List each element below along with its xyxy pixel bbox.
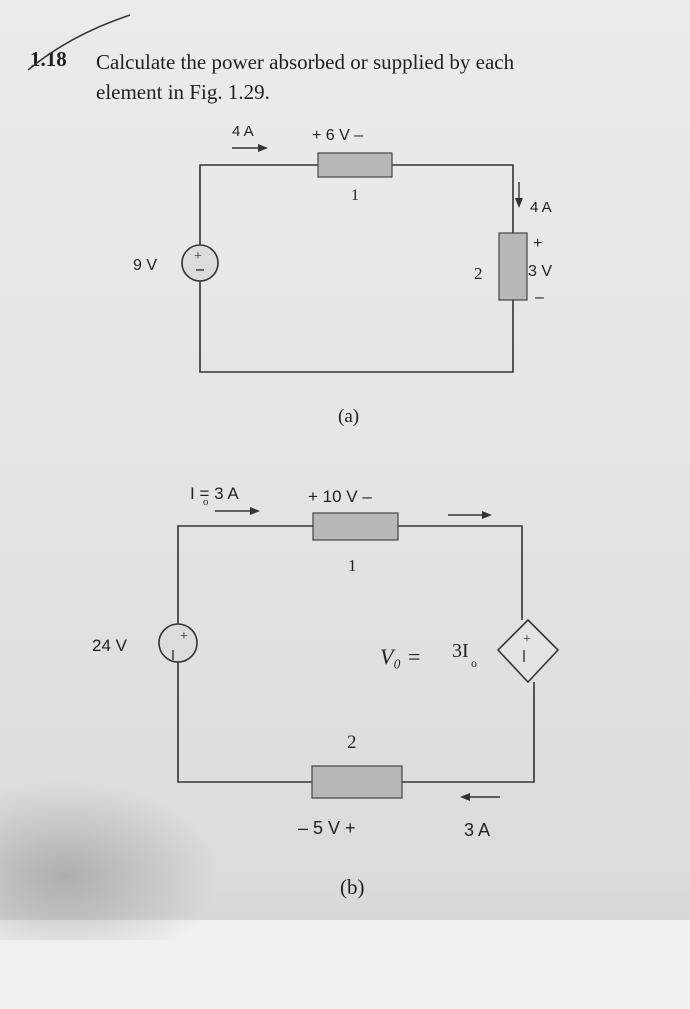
current-arrowhead-top-b — [250, 507, 260, 515]
resistor-element-1-a — [317, 152, 393, 178]
pen-stroke — [27, 14, 131, 71]
dependent-source-label-b: 3I — [452, 640, 469, 662]
circuit-b: 1 2 + 24 V + 3I o V₀ = I = 3 A o + 10 V … — [92, 484, 560, 899]
current-arrowhead-top-right-b — [482, 511, 492, 519]
caption-b: (b) — [340, 875, 365, 899]
circuit-a: 1 2 + 9 V 4 A + 6 V – 4 A + 3 V – (a) — [133, 123, 552, 427]
element-1-label-b: 1 — [348, 556, 357, 575]
wire-a-bottom — [199, 280, 514, 373]
voltage-label-top-b: + 10 V – — [308, 487, 372, 506]
problem-text-line1: Calculate the power absorbed or supplied… — [96, 50, 515, 74]
caption-a: (a) — [338, 406, 359, 427]
element-1-label-a: 1 — [351, 187, 359, 204]
wire-b-left — [177, 525, 180, 625]
voltage-source-a — [181, 244, 219, 282]
problem-number: 1.18 — [30, 47, 67, 71]
page-edge — [0, 920, 690, 1009]
current-subscript-top-b: o — [203, 496, 209, 508]
current-label-top-b: I = 3 A — [190, 484, 239, 503]
current-label-right-a: 4 A — [530, 199, 552, 216]
dependent-source-b — [496, 618, 560, 684]
voltage-minus-right-a: – — [535, 289, 544, 306]
source-label-b: 24 V — [92, 636, 128, 655]
resistor-element-2-a — [498, 232, 528, 301]
current-label-bottom-b: 3 A — [464, 820, 490, 840]
voltage-source-b — [158, 623, 198, 663]
voltage-label-top-a: + 6 V – — [312, 127, 363, 144]
current-label-top-a: 4 A — [232, 123, 254, 140]
dependent-source-subscript-b: o — [471, 656, 477, 670]
resistor-element-2-b — [311, 765, 403, 799]
element-2-label-b: 2 — [347, 732, 357, 753]
current-arrowhead-bottom-b — [460, 793, 470, 801]
dependent-plus-sign-b: + — [523, 632, 531, 647]
source-plus-sign-b: + — [180, 629, 188, 644]
element-2-label-a: 2 — [474, 264, 483, 283]
current-arrowhead-right-a — [515, 198, 523, 208]
voltage-plus-right-a: + — [533, 235, 542, 252]
wire-a-top-right — [392, 164, 514, 233]
wire-b-bottom-left — [177, 660, 312, 783]
wire-b-top-right — [398, 525, 523, 620]
hand-shadow — [0, 780, 220, 940]
problem-statement: Calculate the power absorbed or supplied… — [96, 47, 666, 107]
resistor-element-1-b — [312, 512, 399, 541]
problem-text-line2: element in Fig. 1.29. — [96, 80, 270, 104]
wire-a-left — [199, 164, 205, 245]
wire-b-right-bottom — [402, 682, 535, 783]
voltage-label-right-a: 3 V — [528, 263, 552, 280]
source-label-a: 9 V — [133, 257, 157, 274]
current-arrowhead-top-a — [258, 144, 268, 152]
handwritten-note: V₀ = — [380, 644, 421, 669]
source-plus-sign-a: + — [194, 249, 202, 264]
voltage-label-bottom-b: – 5 V + — [298, 818, 356, 838]
